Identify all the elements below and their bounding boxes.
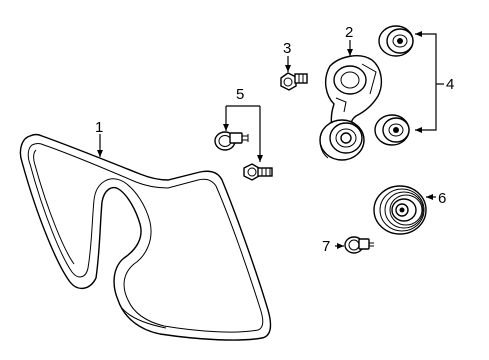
callout-4: 4 xyxy=(446,76,454,93)
leader-5 xyxy=(223,105,263,162)
idler-pulley-lower xyxy=(374,114,410,146)
callout-1: 1 xyxy=(95,119,103,136)
grooved-pulley xyxy=(373,185,427,235)
drive-belt xyxy=(19,133,272,341)
bolt-lower xyxy=(243,163,273,181)
belt-tensioner xyxy=(319,55,383,161)
idler-pulley-upper xyxy=(378,25,414,57)
callout-6: 6 xyxy=(438,190,446,207)
callout-3: 3 xyxy=(283,40,291,57)
callout-5: 5 xyxy=(236,86,244,103)
callout-2: 2 xyxy=(345,24,353,41)
bolt-7 xyxy=(344,236,374,254)
callout-7: 7 xyxy=(322,238,330,255)
bolt-3 xyxy=(280,72,308,91)
bolt-upper xyxy=(214,131,249,151)
leader-4 xyxy=(415,31,444,133)
